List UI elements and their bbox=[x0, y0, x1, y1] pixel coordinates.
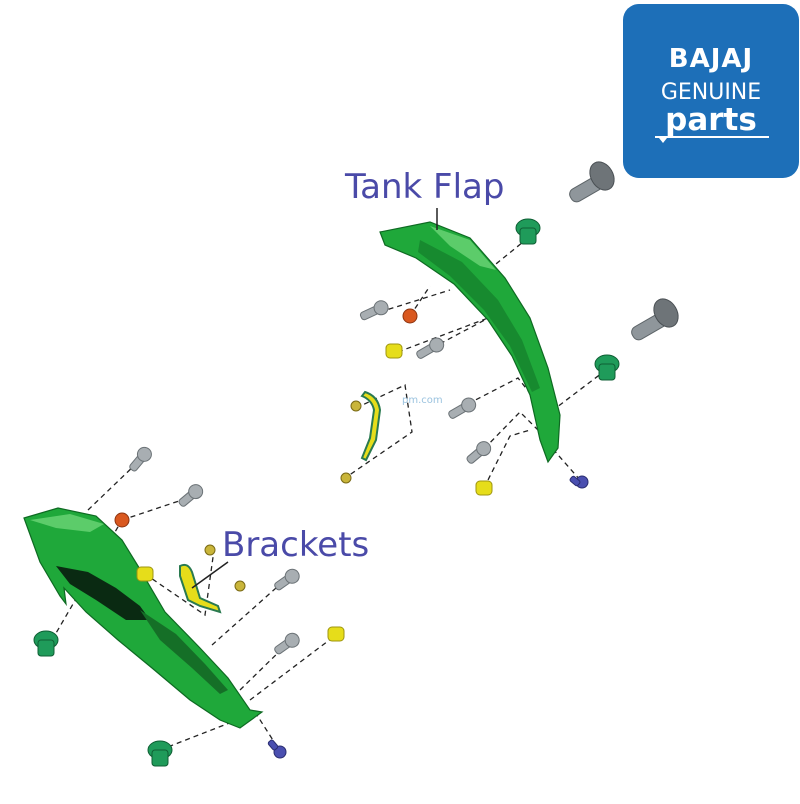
logo-underline bbox=[655, 136, 769, 138]
bracket-bolt bbox=[350, 400, 362, 412]
small-bracket-bolts bbox=[204, 400, 362, 592]
brackets-leader bbox=[191, 561, 229, 589]
bracket-bolt bbox=[340, 472, 352, 484]
assembly-lines bbox=[51, 237, 607, 751]
yellow-washers bbox=[136, 343, 493, 642]
yellow-washer bbox=[475, 480, 493, 496]
bracket-upper bbox=[360, 390, 382, 462]
grey-bolts bbox=[129, 300, 492, 655]
logo-brand: BAJAJ bbox=[668, 44, 754, 74]
grey-bolt bbox=[129, 446, 152, 472]
bajaj-genuine-parts-logo: BAJAJ GENUINE parts bbox=[623, 4, 799, 178]
large-bolt-1 bbox=[569, 161, 615, 203]
tank-flap-label: Tank Flap bbox=[345, 167, 505, 207]
blue-screw bbox=[569, 475, 589, 489]
bracket-flap-panel bbox=[23, 507, 264, 729]
grey-bolt bbox=[178, 484, 204, 507]
logo-parts: parts bbox=[665, 102, 757, 138]
blue-screw bbox=[267, 739, 287, 759]
logo-genuine: GENUINE bbox=[660, 80, 762, 105]
bracket-lower bbox=[179, 563, 222, 614]
bracket-bolt bbox=[234, 580, 246, 592]
yellow-washer bbox=[385, 343, 403, 359]
large-bolt-2 bbox=[631, 298, 679, 341]
green-clip bbox=[33, 630, 59, 657]
green-clip bbox=[147, 740, 173, 767]
bracket-bolt bbox=[204, 544, 216, 556]
logo-tick-icon bbox=[659, 138, 667, 143]
orange-nut bbox=[114, 512, 130, 528]
tank-flap-panel bbox=[379, 221, 561, 464]
green-clip bbox=[594, 354, 620, 381]
orange-nuts bbox=[114, 308, 418, 528]
grey-bolt bbox=[274, 632, 300, 655]
green-clips bbox=[33, 218, 620, 767]
orange-nut bbox=[402, 308, 418, 324]
yellow-washer bbox=[136, 566, 154, 582]
brackets-label: Brackets bbox=[222, 525, 370, 565]
grey-bolt bbox=[448, 397, 477, 419]
blue-screws bbox=[267, 475, 589, 759]
grey-bolt bbox=[274, 568, 300, 591]
grey-bolt bbox=[466, 441, 492, 464]
green-clip bbox=[515, 218, 541, 245]
grey-bolt bbox=[416, 337, 445, 359]
yellow-washer bbox=[327, 626, 345, 642]
grey-bolt bbox=[359, 300, 389, 321]
watermark-text: pm.com bbox=[402, 395, 443, 406]
